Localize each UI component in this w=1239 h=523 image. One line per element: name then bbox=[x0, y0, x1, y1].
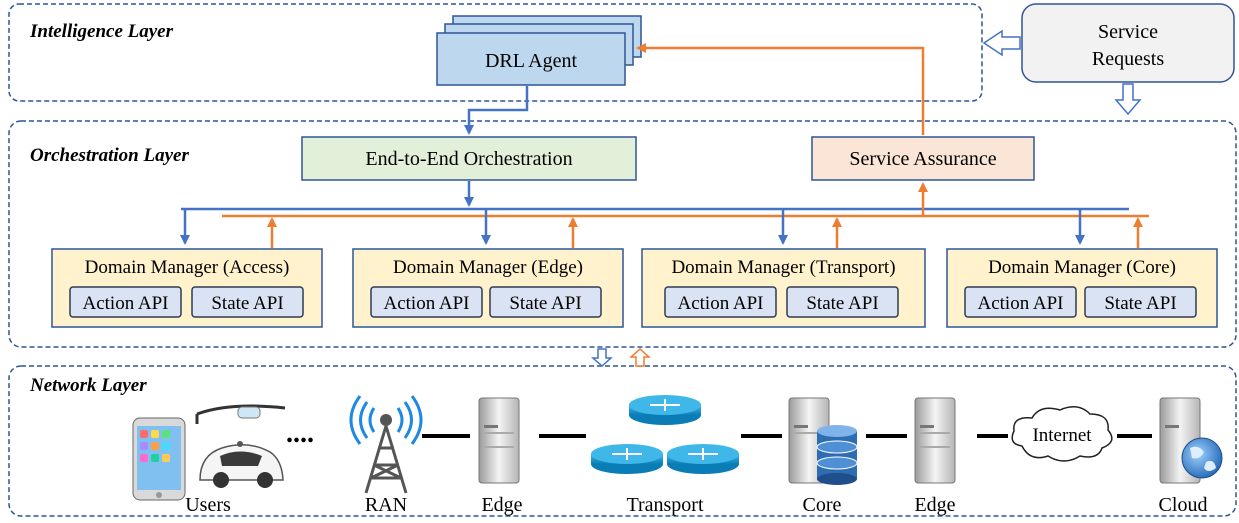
action-api-label: Action API bbox=[383, 293, 469, 314]
network-layer-label: Network Layer bbox=[29, 375, 147, 396]
autonomous-car-icon bbox=[199, 441, 284, 488]
action-api-label: Action API bbox=[82, 293, 168, 314]
internet-label: Internet bbox=[1032, 425, 1092, 446]
service-assurance-label: Service Assurance bbox=[849, 148, 996, 170]
action-api-label: Action API bbox=[977, 293, 1063, 314]
service-requests-line1: Service bbox=[1098, 21, 1158, 43]
service-assurance-box bbox=[811, 136, 1035, 181]
domain-manager-edge: Domain Manager (Edge) Action API State A… bbox=[352, 248, 624, 328]
action-api-box bbox=[964, 286, 1077, 318]
orchestration-layer-label: Orchestration Layer bbox=[30, 145, 189, 166]
smartphone-icon bbox=[132, 417, 186, 501]
edge-server-icon bbox=[478, 397, 520, 484]
service-requests-line2: Requests bbox=[1092, 48, 1164, 70]
requests-to-intelligence-arrow bbox=[982, 29, 1021, 57]
state-api-label: State API bbox=[509, 293, 581, 314]
domain-manager-title: Domain Manager (Edge) bbox=[393, 257, 583, 278]
intelligence-layer-box bbox=[8, 3, 983, 102]
internet-cloud-icon bbox=[1011, 406, 1113, 462]
network-to-orchestration-arrow bbox=[629, 347, 651, 367]
requests-to-orchestration-arrow bbox=[1114, 83, 1142, 116]
orchestration-layer-box bbox=[8, 120, 1237, 348]
domain-manager-title: Domain Manager (Access) bbox=[85, 257, 290, 278]
database-icon bbox=[816, 425, 858, 485]
domain-manager-access: Domain Manager (Access) Action API State… bbox=[51, 248, 323, 328]
node-label-cloud: Cloud bbox=[1159, 494, 1208, 516]
orchestration-to-network-arrow bbox=[591, 348, 613, 368]
router-icon bbox=[629, 395, 701, 425]
e2e-orchestration-box bbox=[301, 136, 637, 181]
state-api-label: State API bbox=[211, 293, 283, 314]
state-api-box bbox=[489, 286, 602, 318]
node-label-edge-2: Edge bbox=[914, 494, 955, 516]
node-label-ran: RAN bbox=[365, 494, 407, 516]
state-api-label: State API bbox=[806, 293, 878, 314]
assurance-to-drl-arrow bbox=[636, 43, 925, 135]
state-api-label: State API bbox=[1104, 293, 1176, 314]
domain-manager-transport: Domain Manager (Transport) Action API St… bbox=[641, 248, 926, 328]
state-api-box bbox=[786, 286, 899, 318]
node-label-edge: Edge bbox=[481, 494, 522, 516]
action-api-box bbox=[69, 286, 182, 318]
intelligence-layer-label: Intelligence Layer bbox=[29, 21, 174, 42]
drl-agent-box bbox=[436, 32, 626, 86]
node-label-users: Users bbox=[185, 494, 231, 516]
node-label-core: Core bbox=[803, 494, 842, 516]
users-ellipsis: .... bbox=[286, 418, 314, 449]
domain-manager-core: Domain Manager (Core) Action API State A… bbox=[946, 248, 1218, 328]
domain-manager-title: Domain Manager (Transport) bbox=[671, 257, 895, 278]
domain-manager-title: Domain Manager (Core) bbox=[988, 257, 1176, 278]
service-requests-box bbox=[1021, 3, 1235, 83]
smart-glasses-icon bbox=[195, 404, 286, 424]
edge-server-icon bbox=[914, 397, 956, 484]
cell-tower-icon bbox=[349, 395, 423, 494]
drl-to-e2e-arrow bbox=[464, 86, 529, 135]
router-icon bbox=[591, 444, 663, 474]
action-api-label: Action API bbox=[677, 293, 763, 314]
action-api-box bbox=[664, 286, 777, 318]
state-api-box bbox=[191, 286, 304, 318]
globe-icon bbox=[1181, 437, 1223, 479]
node-label-transport: Transport bbox=[626, 494, 703, 516]
router-icon bbox=[667, 444, 739, 474]
state-api-box bbox=[1084, 286, 1197, 318]
action-api-box bbox=[370, 286, 483, 318]
e2e-orchestration-label: End-to-End Orchestration bbox=[365, 148, 572, 170]
drl-agent-label: DRL Agent bbox=[485, 50, 577, 72]
network-layer-box bbox=[8, 365, 1237, 517]
